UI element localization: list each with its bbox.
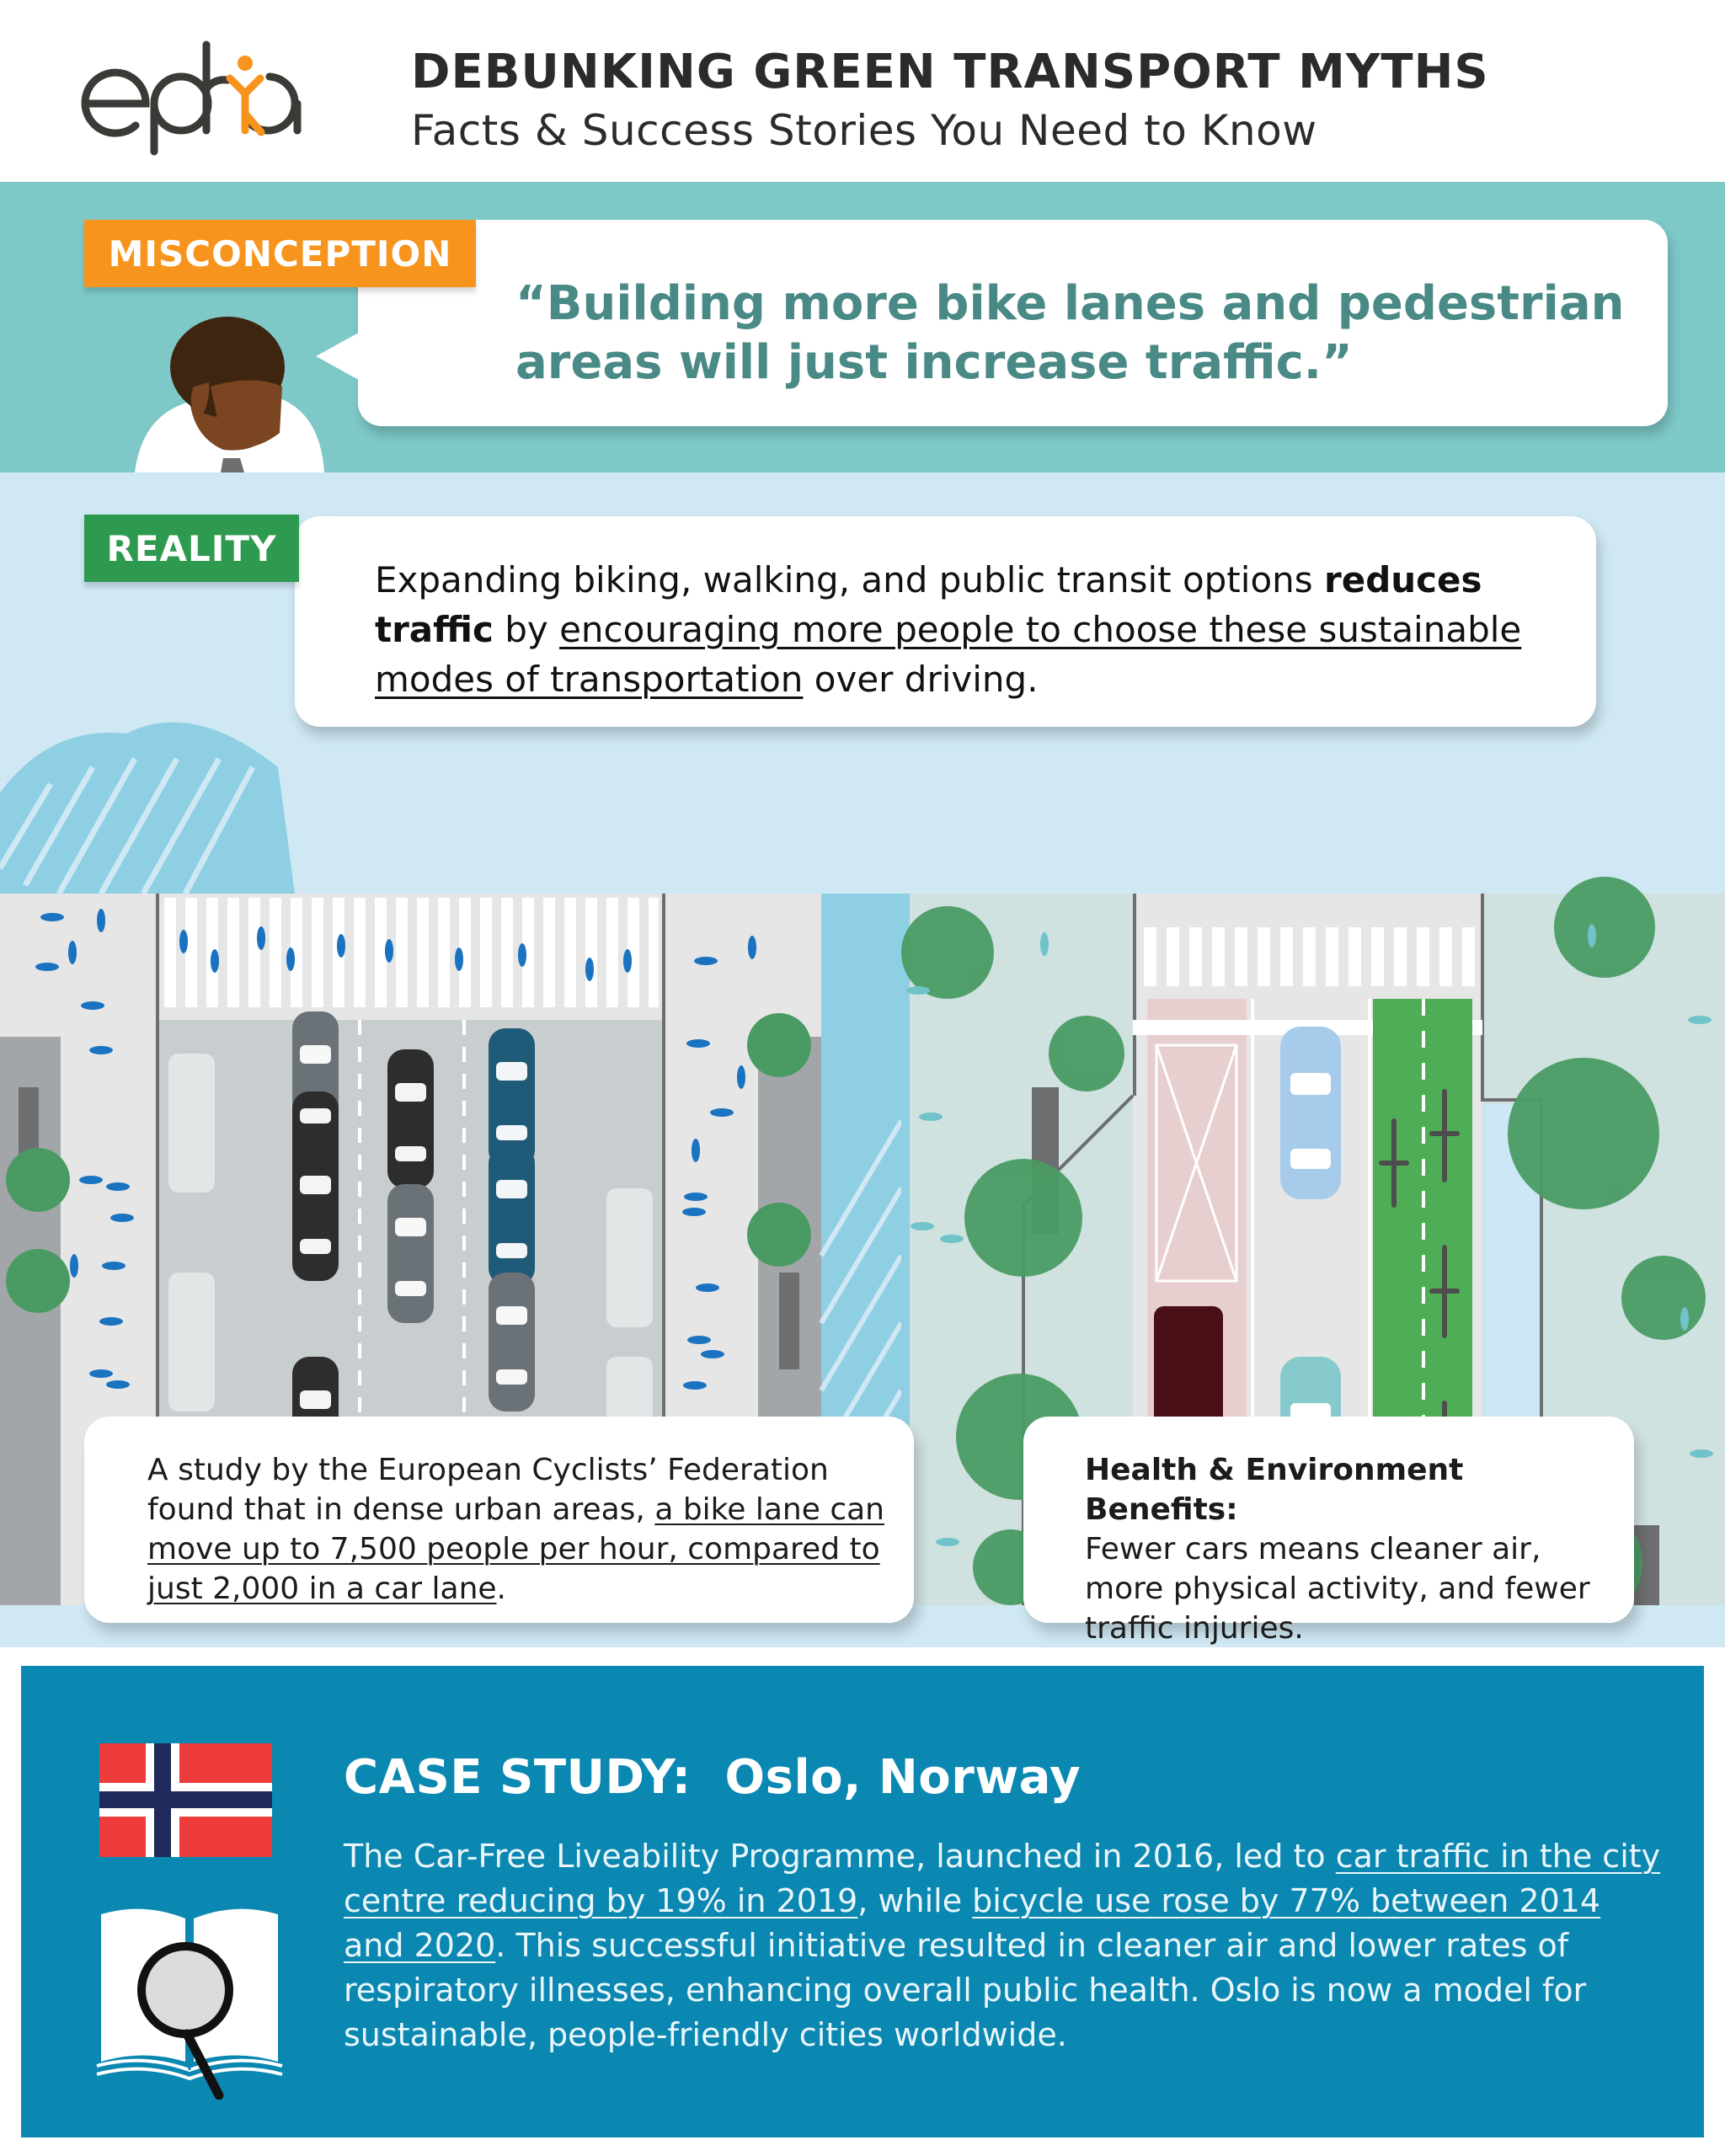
- reality-text-part: Expanding biking, walking, and public tr…: [375, 559, 1324, 600]
- case-text-part: , while: [857, 1882, 973, 1919]
- benefits-card-text: Health & Environment Benefits: Fewer car…: [1085, 1450, 1624, 1647]
- reality-text: Expanding biking, walking, and public tr…: [375, 555, 1571, 704]
- reality-section: REALITY Expanding biking, walking, and p…: [0, 472, 1725, 1647]
- study-card: A study by the European Cyclists’ Federa…: [84, 1417, 914, 1623]
- book-magnifier-icon: [96, 1908, 283, 2100]
- header: DEBUNKING GREEN TRANSPORT MYTHS Facts & …: [0, 0, 1725, 182]
- case-text-underline: car traffic in the city centre reducing …: [344, 1838, 1661, 1919]
- reality-text-box: [295, 516, 1596, 727]
- reality-text-part: by: [493, 609, 560, 650]
- study-card-text: A study by the European Cyclists’ Federa…: [147, 1450, 889, 1609]
- case-text-part: The Car-Free Liveability Programme, laun…: [344, 1838, 1336, 1875]
- misconception-label: MISCONCEPTION: [84, 220, 476, 287]
- reality-label: REALITY: [84, 515, 299, 582]
- case-study-text: The Car-Free Liveability Programme, laun…: [344, 1834, 1666, 2057]
- norway-flag-icon: [99, 1743, 272, 1857]
- reality-text-underline: encouraging more people to choose these …: [375, 609, 1522, 700]
- person-illustration-icon: [135, 317, 324, 472]
- study-text-plain: A study by the European Cyclists’ Federa…: [147, 1453, 829, 1527]
- page-subtitle: Facts & Success Stories You Need to Know: [411, 106, 1317, 155]
- study-text-end: .: [496, 1572, 506, 1606]
- page-title: DEBUNKING GREEN TRANSPORT MYTHS: [411, 45, 1489, 99]
- study-text-underline: a bike lane can move up to 7,500 people …: [147, 1492, 884, 1606]
- misconception-speech-bubble: [358, 220, 1668, 426]
- benefits-text: Fewer cars means cleaner air, more physi…: [1085, 1532, 1590, 1646]
- benefits-card: Health & Environment Benefits: Fewer car…: [1023, 1417, 1634, 1646]
- case-text-underline: bicycle use rose by 77% between 2014 and…: [344, 1882, 1601, 1964]
- reality-text-part: over driving.: [803, 659, 1039, 700]
- case-study-section: CASE STUDY: Oslo, Norway The Car-Free Li…: [21, 1666, 1704, 2137]
- misconception-quote: “Building more bike lanes and pedestrian…: [515, 276, 1625, 390]
- benefits-heading: Health & Environment Benefits:: [1085, 1453, 1464, 1527]
- misconception-section: MISCONCEPTION “Building more bike lanes …: [0, 182, 1725, 472]
- reality-text-bold: reduces traffic: [375, 559, 1482, 650]
- case-text-part: . This successful initiative resulted in…: [344, 1927, 1587, 2053]
- speech-bubble-tail: [316, 329, 365, 383]
- title-block: DEBUNKING GREEN TRANSPORT MYTHS Facts & …: [411, 49, 1489, 152]
- ephra-logo: [81, 40, 302, 156]
- case-study-title: CASE STUDY: Oslo, Norway: [344, 1750, 1081, 1805]
